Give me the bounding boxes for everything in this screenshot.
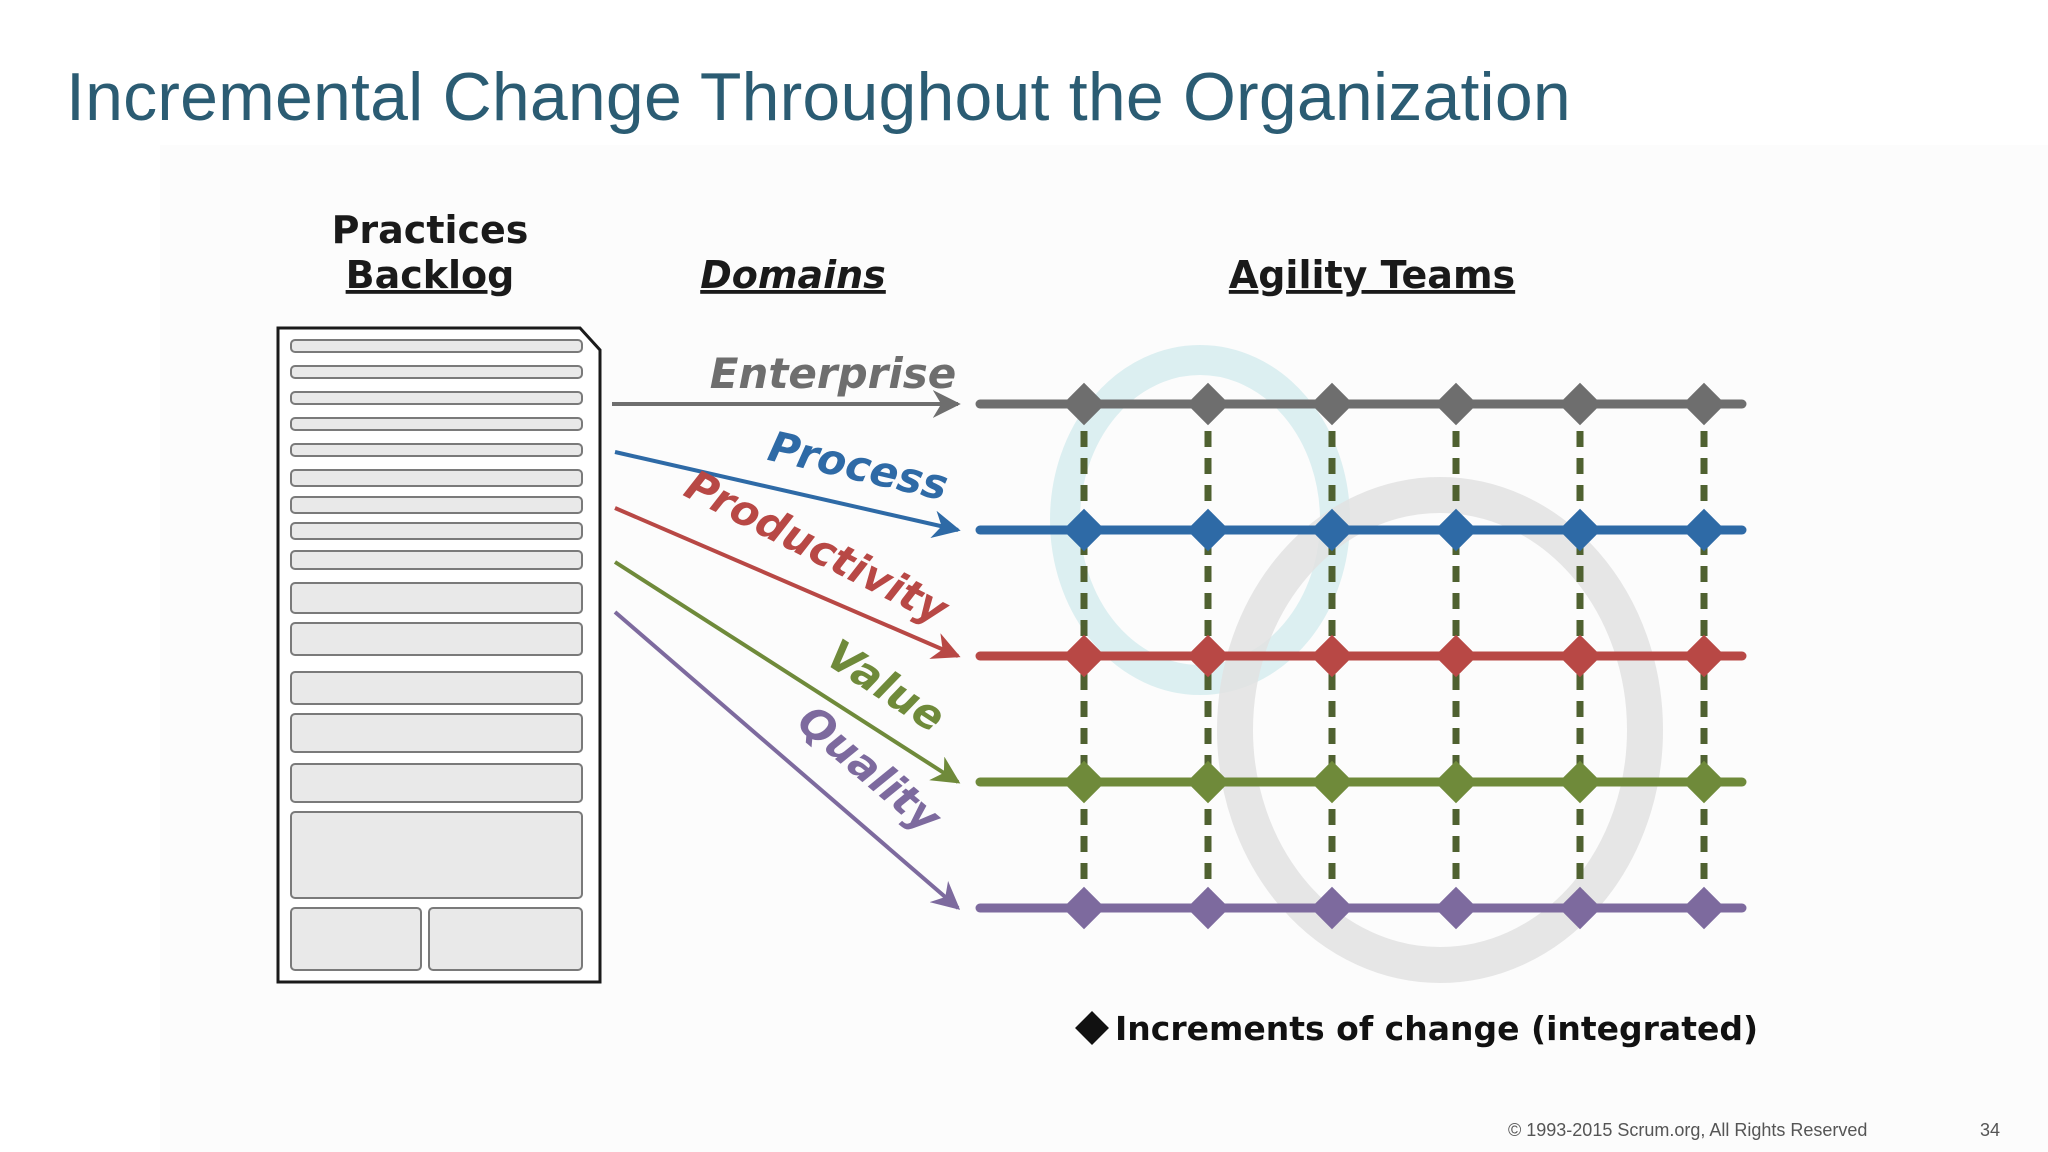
- backlog-item: [290, 443, 583, 457]
- backlog-items: [290, 339, 583, 971]
- slide-title: Incremental Change Throughout the Organi…: [66, 59, 1571, 135]
- domain-arrow: [613, 560, 961, 784]
- increment-diamond: [1186, 508, 1230, 552]
- backlog-item: [290, 550, 583, 570]
- domain-label: Process: [764, 421, 953, 510]
- backlog-item: [290, 469, 583, 487]
- backlog-item: [290, 496, 583, 514]
- backlog-item: [290, 622, 583, 656]
- practices-backlog-document: [276, 326, 602, 984]
- domains-label: Domains: [700, 253, 886, 297]
- increment-diamond: [1558, 508, 1602, 552]
- legend-diamond-icon: [1075, 1011, 1109, 1045]
- increment-diamond: [1558, 886, 1602, 930]
- backlog-item: [290, 391, 583, 405]
- increment-diamond: [1434, 760, 1478, 804]
- backlog-item: [290, 365, 583, 379]
- increment-diamond: [1186, 634, 1230, 678]
- increment-diamond: [1186, 382, 1230, 426]
- legend-label: Increments of change (integrated): [1115, 1009, 1758, 1048]
- domain-arrow: [614, 506, 961, 659]
- swirl-background: [1050, 345, 1663, 983]
- backlog-item: [290, 417, 583, 431]
- increment-diamond: [1186, 760, 1230, 804]
- backlog-label-line2: Backlog: [346, 253, 515, 297]
- increment-diamond: [1186, 886, 1230, 930]
- increment-diamond: [1310, 382, 1354, 426]
- backlog-item: [428, 907, 583, 971]
- backlog-item: [290, 582, 583, 614]
- backlog-item: [290, 907, 422, 971]
- page-number: 34: [1980, 1120, 2001, 1140]
- increment-diamond: [1434, 508, 1478, 552]
- increment-diamond: [1310, 634, 1354, 678]
- increment-diamond: [1558, 382, 1602, 426]
- increment-diamond: [1682, 634, 1726, 678]
- increment-diamond: [1310, 508, 1354, 552]
- increment-diamond: [1682, 508, 1726, 552]
- copyright-notice: © 1993-2015 Scrum.org, All Rights Reserv…: [1508, 1120, 1868, 1140]
- domain-arrow: [614, 450, 961, 539]
- increment-diamond: [1558, 760, 1602, 804]
- increment-diamond: [1310, 886, 1354, 930]
- backlog-item: [290, 339, 583, 353]
- increment-diamond: [1310, 760, 1354, 804]
- backlog-item: [290, 522, 583, 540]
- increment-diamond: [1062, 886, 1106, 930]
- domain-label: Enterprise: [710, 349, 957, 398]
- backlog-item: [290, 713, 583, 753]
- domain-arrows: EnterpriseProcessProductivityValueQualit…: [612, 349, 961, 910]
- increment-diamond: [1434, 382, 1478, 426]
- teams-label: Agility Teams: [1229, 253, 1515, 297]
- increment-diamond: [1062, 508, 1106, 552]
- backlog-item: [290, 763, 583, 803]
- increment-diamond: [1062, 382, 1106, 426]
- backlog-item: [290, 811, 583, 899]
- team-grid: [975, 382, 1747, 930]
- increment-diamond: [1682, 886, 1726, 930]
- domain-arrow: [613, 610, 961, 910]
- legend: Increments of change (integrated): [1075, 1009, 1758, 1048]
- increment-diamond: [1558, 634, 1602, 678]
- backlog-item: [290, 671, 583, 705]
- increment-diamond: [1062, 634, 1106, 678]
- backlog-label-line1: Practices: [332, 208, 529, 252]
- increment-diamond: [1682, 760, 1726, 804]
- increment-diamond: [1062, 760, 1106, 804]
- increment-diamond: [1682, 382, 1726, 426]
- swirl-gray: [1217, 477, 1663, 983]
- increment-diamond: [1434, 886, 1478, 930]
- increment-diamond: [1434, 634, 1478, 678]
